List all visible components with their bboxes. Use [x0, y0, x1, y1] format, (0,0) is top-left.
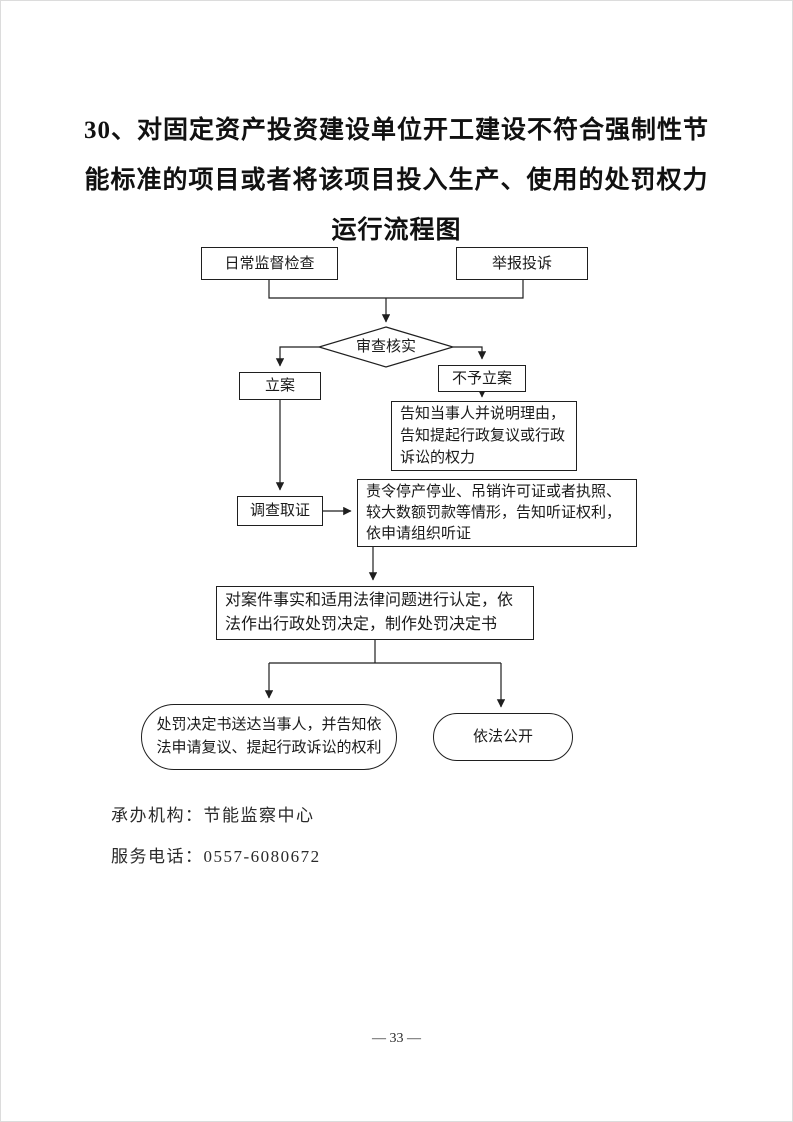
footer-agency: 承办机构：节能监察中心: [111, 806, 315, 825]
flow-node-report-complaint: 举报投诉: [456, 247, 588, 280]
page-number: — 33 —: [372, 1031, 421, 1046]
flow-node-deliver-decision: 处罚决定书送达当事人，并告知依法申请复议、提起行政诉讼的权利: [141, 704, 397, 770]
footer-phone: 服务电话：0557-6080672: [111, 847, 321, 866]
flow-node-public-disclosure: 依法公开: [433, 713, 573, 761]
flow-node-inform-parties: 告知当事人并说明理由，告知提起行政复议或行政诉讼的权力: [391, 401, 577, 471]
flow-node-no-file-case: 不予立案: [438, 365, 526, 392]
title-line-2: 能标准的项目或者将该项目投入生产、使用的处罚权力: [84, 166, 709, 194]
flow-node-investigate: 调查取证: [237, 496, 323, 526]
flow-node-daily-supervision: 日常监督检查: [201, 247, 338, 280]
title-line-1: 30、对固定资产投资建设单位开工建设不符合强制性节: [83, 116, 709, 144]
flow-node-file-case: 立案: [239, 372, 321, 400]
page-title: 30、对固定资产投资建设单位开工建设不符合强制性节 能标准的项目或者将该项目投入…: [1, 106, 792, 256]
flow-node-review-verify: 审查核实: [355, 339, 416, 355]
title-line-3: 运行流程图: [331, 216, 462, 244]
flow-node-decision: 对案件事实和适用法律问题进行认定，依法作出行政处罚决定，制作处罚决定书: [216, 586, 534, 640]
flow-node-hearing-notice: 责令停产停业、吊销许可证或者执照、较大数额罚款等情形，告知听证权利，依申请组织听…: [357, 479, 637, 547]
